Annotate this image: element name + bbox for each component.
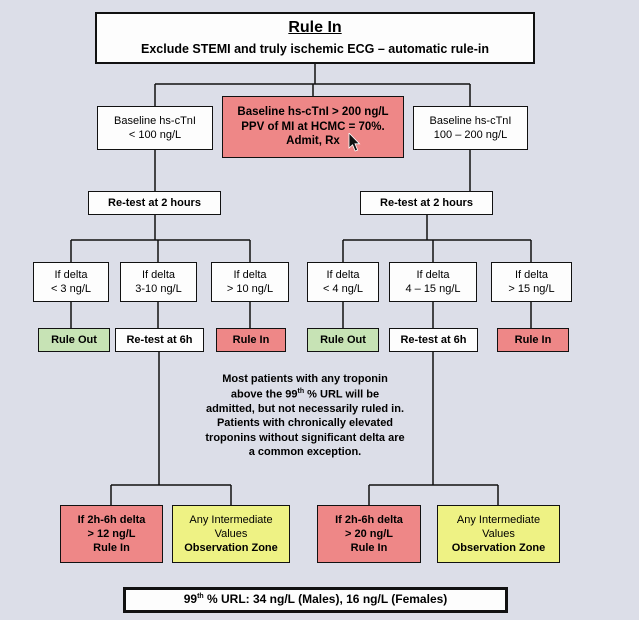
box-line: Rule Out [51,333,97,346]
box-line: Baseline hs-cTnI [114,114,196,127]
final-rule-in-right-box: If 2h-6h delta > 20 ng/L Rule In [317,505,421,563]
box-line: < 100 ng/L [128,129,182,141]
baseline-mid-box: Baseline hs-cTnI 100 – 200 ng/L [413,106,528,150]
box-line: PPV of MI at HCMC = 70%. [241,120,385,133]
footer-url-box: 99th % URL: 34 ng/L (Males), 16 ng/L (Fe… [123,587,508,613]
box-line: Re-test at 2 hours [380,196,473,209]
note-line: admitted, but not necessarily ruled in. [205,402,405,415]
box-line: Rule In [514,333,552,346]
note-line: troponins without significant delta are [205,431,405,444]
box-line: If delta [233,268,267,281]
retest-2h-left-box: Re-test at 2 hours [88,191,221,215]
box-line: If delta [514,268,549,281]
header-box: Rule In Exclude STEMI and truly ischemic… [95,12,535,64]
box-line: Observation Zone [451,542,546,555]
box-line: Any Intermediate [189,513,273,526]
delta-right-high-box: If delta > 15 ng/L [491,262,572,302]
box-line: > 20 ng/L [345,527,393,540]
baseline-low-box: Baseline hs-cTnI < 100 ng/L [97,106,213,150]
box-line: > 10 ng/L [226,283,274,295]
box-line: Rule In [350,542,388,555]
box-line: If delta [326,268,360,281]
mouse-cursor-icon [348,133,361,152]
box-line: Re-test at 2 hours [108,196,201,209]
rule-out-right-box: Rule Out [307,328,379,352]
observation-zone-left-box: Any Intermediate Values Observation Zone [172,505,290,563]
box-line: Values [482,527,515,540]
box-line: If 2h-6h delta [335,513,403,526]
box-line: 4 – 15 ng/L [405,283,461,295]
box-line: If delta [416,268,450,281]
note-line: a common exception. [248,446,362,459]
footer-text: 99th % URL: 34 ng/L (Males), 16 ng/L (Fe… [183,592,448,607]
superscript-th: th [197,593,204,601]
box-line: Rule In [93,542,130,555]
box-line: Rule In [232,333,270,346]
box-line: Baseline hs-cTnI > 200 ng/L [237,105,389,118]
box-line: < 3 ng/L [50,283,92,295]
delta-left-high-box: If delta > 10 ng/L [211,262,289,302]
superscript-th: th [297,387,305,395]
delta-right-low-box: If delta < 4 ng/L [307,262,379,302]
box-line: Values [214,527,248,540]
box-line: 3-10 ng/L [135,283,182,295]
note-line: above the 99th % URL will be [230,387,380,401]
box-line: Re-test at 6h [126,333,193,346]
box-line: If 2h-6h delta [77,513,146,526]
final-rule-in-left-box: If 2h-6h delta > 12 ng/L Rule In [60,505,163,563]
note-line: Patients with chronically elevated [216,417,394,430]
box-line: Baseline hs-cTnI [429,114,512,127]
delta-right-mid-box: If delta 4 – 15 ng/L [389,262,477,302]
retest-6h-left-box: Re-test at 6h [115,328,204,352]
retest-6h-right-box: Re-test at 6h [389,328,478,352]
observation-zone-right-box: Any Intermediate Values Observation Zone [437,505,560,563]
page-subtitle: Exclude STEMI and truly ischemic ECG – a… [140,42,489,57]
rule-out-left-box: Rule Out [38,328,110,352]
box-line: > 12 ng/L [87,527,136,540]
page-title: Rule In [288,19,342,37]
box-line: < 4 ng/L [322,283,364,295]
box-line: If delta [54,268,88,281]
note-line: Most patients with any troponin [222,373,388,385]
baseline-high-box: Baseline hs-cTnI > 200 ng/L PPV of MI at… [222,96,404,158]
retest-2h-right-box: Re-test at 2 hours [360,191,493,215]
box-line: Observation Zone [184,542,278,555]
box-line: 100 – 200 ng/L [433,129,508,141]
rule-in-left-box: Rule In [216,328,286,352]
delta-left-low-box: If delta < 3 ng/L [33,262,109,302]
delta-left-mid-box: If delta 3-10 ng/L [120,262,197,302]
box-line: Re-test at 6h [400,333,467,346]
box-line: > 15 ng/L [508,283,555,295]
box-line: Admit, Rx [286,135,340,148]
box-line: Any Intermediate [456,513,541,526]
rule-in-right-box: Rule In [497,328,569,352]
box-line: Rule Out [320,333,366,346]
box-line: If delta [141,268,176,281]
note-text: Most patients with any troponin above th… [180,372,430,460]
